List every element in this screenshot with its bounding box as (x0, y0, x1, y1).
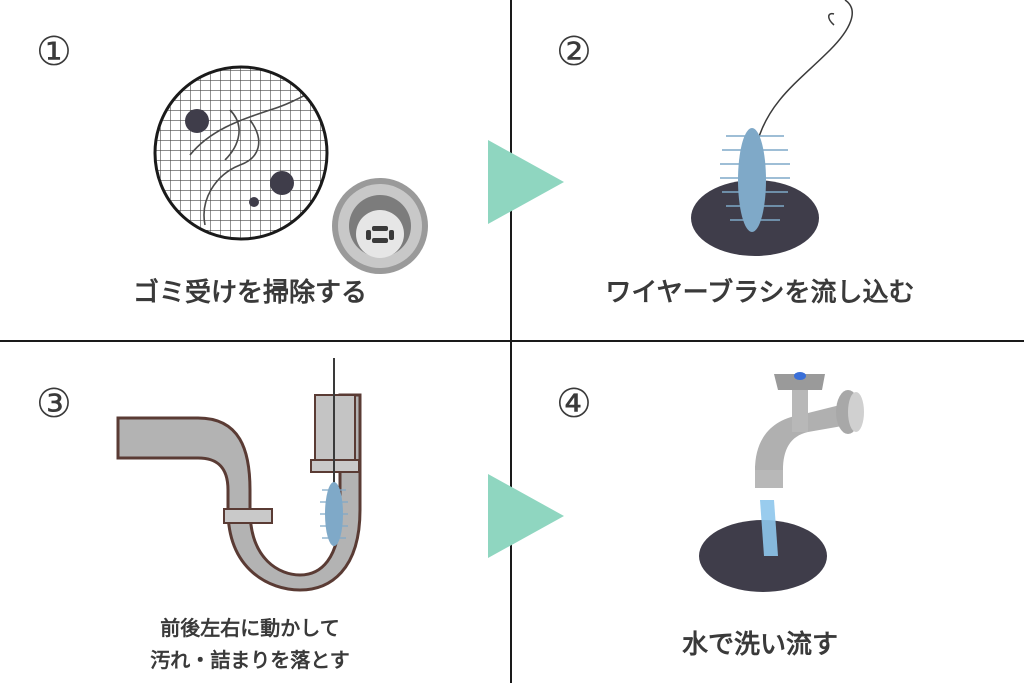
arrow-right-icon (488, 140, 564, 224)
step-3-number: ③ (36, 381, 72, 427)
step-1-number: ① (36, 29, 72, 75)
step-3-caption-line1: 前後左右に動かして (160, 616, 340, 640)
wire-brush-in-drain-icon (691, 0, 853, 256)
horizontal-divider (0, 340, 1024, 342)
step-1-caption: ゴミ受けを掃除する (132, 278, 367, 308)
step-4-number: ④ (556, 381, 592, 427)
faucet-icon (699, 372, 864, 592)
step-4-caption: 水で洗い流す (681, 630, 838, 660)
step-3-caption-line2: 汚れ・詰まりを落とす (150, 648, 350, 672)
step-2-caption: ワイヤーブラシを流し込む (605, 278, 915, 308)
strainer-mesh-icon (153, 65, 329, 241)
arrow-right-icon (488, 474, 564, 558)
step-2-number: ② (556, 29, 592, 75)
sink-drain-icon (332, 178, 428, 274)
trap-pipe-icon (116, 358, 362, 592)
